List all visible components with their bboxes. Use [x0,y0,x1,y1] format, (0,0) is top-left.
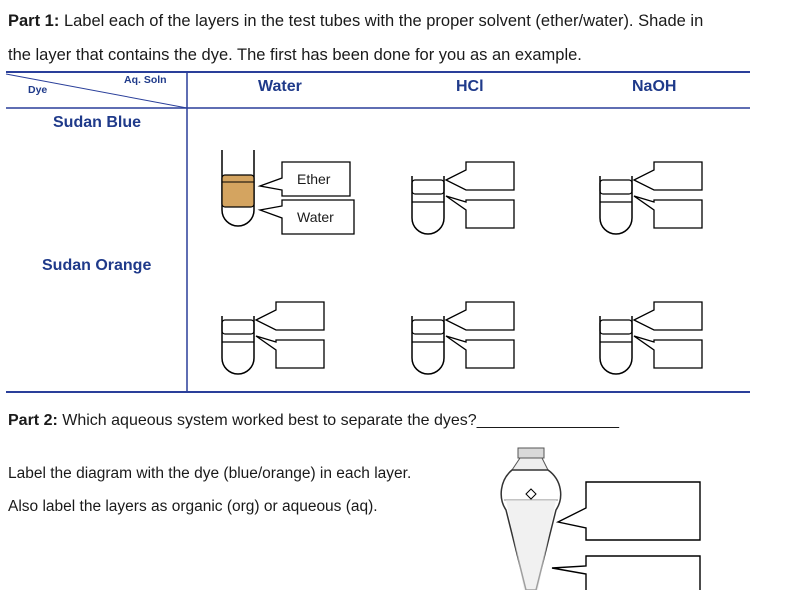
part1-line1: Label each of the layers in the test tub… [63,12,704,30]
row-label-sudan-orange: Sudan Orange [42,257,152,274]
tube-hcl-blue [411,161,515,235]
col-header-water: Water [258,78,302,95]
corner-dye-label: Dye [28,84,48,96]
funnel-callout-top [555,481,701,541]
part2-instruction-1: Label the diagram with the dye (blue/ora… [8,465,412,482]
corner-aq-label: Aq. Soln [124,74,167,86]
tube-water-orange [221,301,325,375]
row-label-sudan-blue: Sudan Blue [53,114,142,131]
example-label-ether: Ether [297,171,331,187]
separatory-funnel [500,447,562,590]
tube-hcl-orange [411,301,515,375]
part2-question-text: Which aqueous system worked best to sepa… [62,412,477,429]
tube-naoh-orange [599,301,703,375]
tube-naoh-blue [599,161,703,235]
part2-answer-blank[interactable]: ________________ [476,412,620,429]
col-header-hcl: HCl [456,78,484,95]
part2-question: Part 2: Which aqueous system worked best… [8,412,619,430]
example-label-water: Water [297,209,334,225]
example-tube-water-blue [221,150,355,235]
col-header-naoh: NaOH [632,78,677,95]
part1-label: Part 1: [8,12,60,30]
part1-line2: the layer that contains the dye. The fir… [8,46,582,64]
funnel-callout-bottom [551,555,701,590]
part1-instructions: Part 1: Label each of the layers in the … [8,4,808,72]
part2-instruction-2: Also label the layers as organic (org) o… [8,498,378,515]
part2-label: Part 2: [8,412,58,429]
